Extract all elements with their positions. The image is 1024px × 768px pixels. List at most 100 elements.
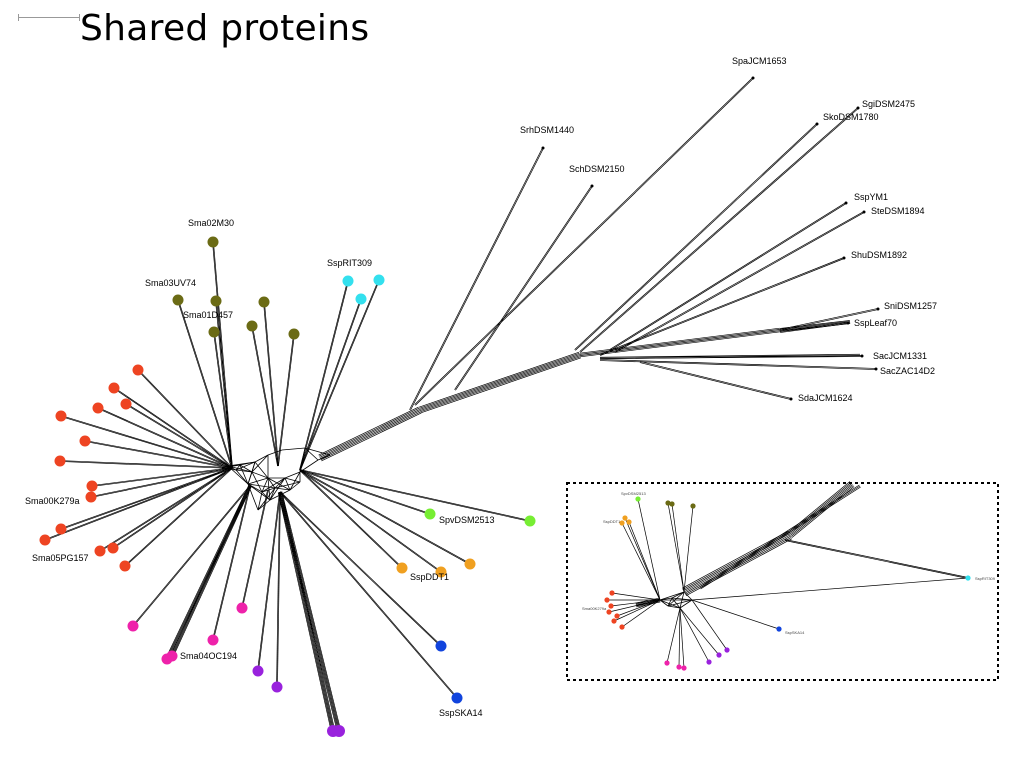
network-edge — [227, 465, 249, 485]
network-edge — [691, 599, 728, 651]
leaf-edge-bundle — [276, 491, 281, 688]
leaf-edge-bundle — [84, 440, 233, 469]
leaf-edge-bundle — [59, 460, 233, 469]
network-edge — [165, 485, 250, 659]
network-edge — [780, 309, 879, 331]
taxon-label: SteDSM1894 — [871, 206, 925, 216]
leaf-edge-bundle — [299, 298, 362, 471]
taxon-node-cyan — [342, 275, 354, 287]
inset-taxon-label: SspRIT309 — [975, 576, 996, 581]
leaf-edge-bundle — [299, 469, 471, 565]
taxon-node-blue — [435, 640, 447, 652]
leaf-edge-bundle — [263, 301, 279, 467]
network-edge — [667, 599, 693, 607]
network-edge — [418, 351, 580, 408]
network-edge — [281, 491, 342, 731]
leaf-edge-bundle — [213, 331, 233, 469]
inset-leaf-edge — [613, 599, 661, 622]
leaf-tip — [541, 146, 545, 150]
leaf-edge-bundle — [257, 491, 281, 672]
inset-node-purple — [706, 659, 712, 665]
main-network-labels: SpaJCM1653SgiDSM2475SkoDSM1780SrhDSM1440… — [25, 56, 937, 718]
taxon-node-magenta — [236, 602, 248, 614]
leaf-tip — [815, 122, 819, 126]
network-edge — [247, 483, 259, 511]
network-edge — [608, 599, 661, 613]
network-edge — [216, 300, 233, 468]
network-edge — [659, 599, 669, 607]
inset-leaf-edge — [616, 599, 661, 617]
inset-node-blue — [776, 626, 782, 632]
inset-taxon-label: SpvDSM2513 — [621, 491, 646, 496]
leaf-edge-bundle — [454, 185, 593, 391]
inset-leaf-edge — [679, 607, 710, 663]
network-edge — [599, 257, 844, 355]
network-edge — [785, 539, 969, 578]
taxon-node-red — [119, 560, 131, 572]
taxon-label: Sma01D457 — [183, 310, 233, 320]
taxon-node-red — [85, 491, 97, 503]
inset-leaf-edge — [679, 607, 720, 656]
taxon-node-red — [92, 402, 104, 414]
inset-taxon-label: Sma00K279a — [582, 606, 607, 611]
taxon-node-red — [55, 523, 67, 535]
leaf-edge-bundle — [579, 107, 859, 353]
taxon-label: SrhDSM1440 — [520, 125, 574, 135]
taxon-label: SspYM1 — [854, 192, 888, 202]
network-edge — [679, 607, 685, 669]
leaf-tip — [590, 184, 594, 188]
network-edge — [789, 483, 852, 535]
network-edge — [277, 492, 338, 732]
network-edge — [779, 308, 878, 330]
trunk-bundle — [418, 351, 582, 414]
network-edge — [609, 202, 846, 350]
network-edge — [299, 298, 361, 470]
leaf-edge-bundle — [90, 467, 233, 498]
leaf-tip — [751, 76, 755, 80]
network-edge — [251, 471, 269, 479]
taxon-node-olive — [207, 236, 219, 248]
network-edge — [699, 485, 861, 589]
network-edge — [264, 301, 279, 466]
network-edge — [90, 467, 232, 497]
taxon-node-cyan — [355, 293, 367, 305]
network-edge — [319, 407, 420, 457]
network-edge — [318, 406, 419, 456]
taxon-node-olive — [172, 294, 184, 306]
leaf-edge-bundle — [60, 415, 233, 469]
network-edge — [614, 211, 864, 352]
network-edge — [227, 464, 241, 467]
network-edge — [320, 411, 421, 461]
network-edge — [600, 359, 877, 369]
leaf-edge-bundle — [277, 333, 295, 467]
network-edge — [679, 599, 693, 609]
network-edge — [683, 534, 791, 593]
taxon-label: Sma05PG157 — [32, 553, 89, 563]
leaf-tip — [842, 256, 846, 260]
network-edge — [284, 471, 301, 479]
leaf-tip — [844, 201, 848, 205]
inset-node-olive — [665, 500, 671, 506]
network-edge — [615, 212, 865, 353]
taxon-label: SniDSM1257 — [884, 301, 937, 311]
taxon-label: SpaJCM1653 — [732, 56, 787, 66]
inset-leaf-edge — [683, 505, 694, 593]
network-edge — [321, 412, 422, 462]
network-edge — [98, 407, 233, 468]
inset-leaf-edge — [691, 599, 780, 630]
network-edge — [683, 505, 694, 593]
network-edge — [599, 353, 860, 358]
network-edge — [575, 124, 818, 351]
inset-node-olive — [669, 501, 675, 507]
taxon-node-red — [108, 382, 120, 394]
network-edge — [299, 470, 402, 569]
inset-taxon-label: SspSKA14 — [785, 630, 805, 635]
taxon-node-red — [132, 364, 144, 376]
network-edge — [300, 469, 531, 521]
network-edge — [611, 592, 661, 601]
inset-network-edges — [607, 481, 969, 669]
network-edge — [269, 477, 286, 501]
network-edge — [261, 477, 286, 493]
network-edge — [276, 491, 280, 687]
taxon-label: SkoDSM1780 — [823, 112, 879, 122]
